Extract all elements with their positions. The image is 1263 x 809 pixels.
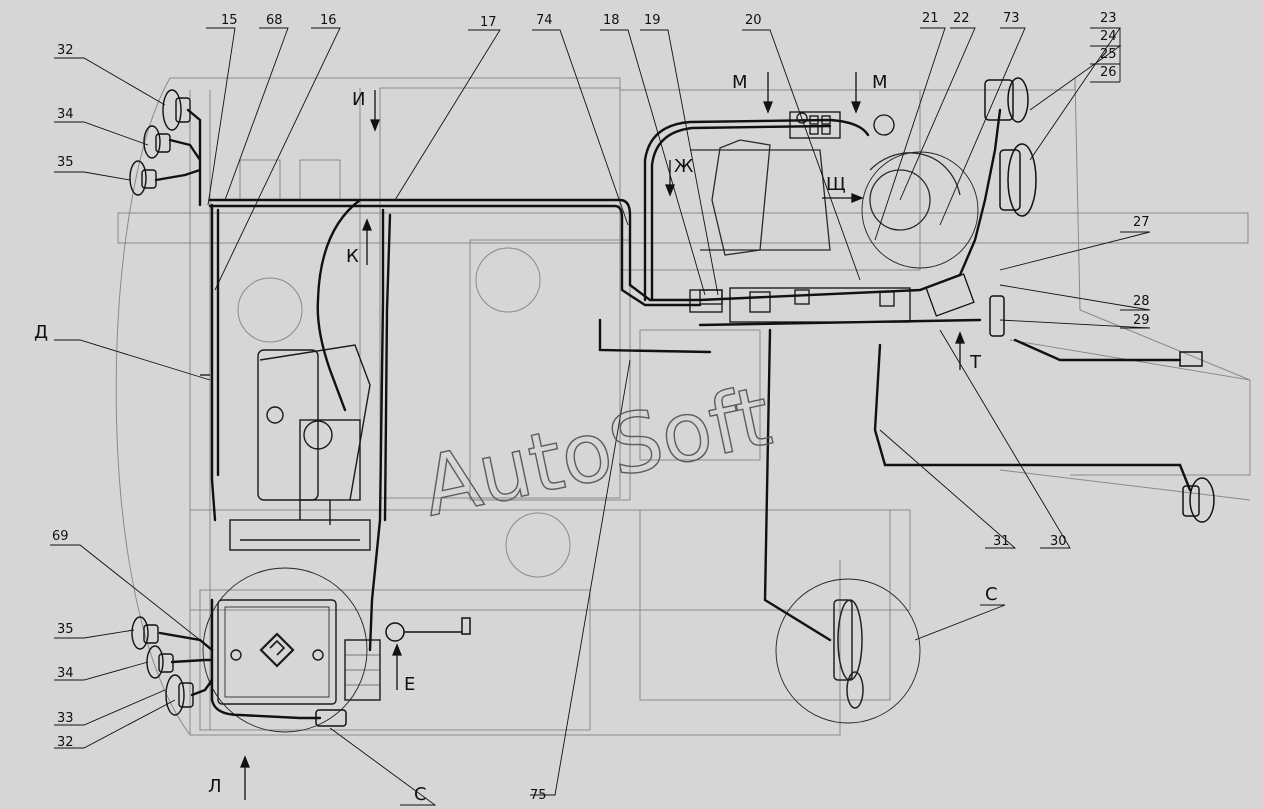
callout-74: 74 — [536, 13, 553, 28]
callout-30: 30 — [1050, 534, 1067, 549]
callout-31: 31 — [993, 534, 1010, 549]
view-label-m-left: М — [732, 72, 748, 93]
callout-24: 24 — [1100, 29, 1117, 44]
callout-28: 28 — [1133, 294, 1150, 309]
switch-unit-18 — [699, 273, 975, 317]
callout-32-top: 32 — [57, 43, 74, 58]
lamp-front-left-34 — [143, 125, 171, 159]
lamp-right-rear-side — [989, 295, 1005, 337]
chassis-outline — [115, 77, 1251, 736]
callout-15: 15 — [221, 13, 238, 28]
view-label-zh: Ж — [674, 156, 694, 177]
view-label-t: Т — [969, 352, 982, 373]
headlamp-right-23 — [999, 143, 1037, 217]
lamp-rear-left-32 — [165, 674, 194, 716]
callout-35-bottom: 35 — [57, 622, 74, 637]
callout-73: 73 — [1003, 11, 1020, 26]
callout-35-top: 35 — [57, 155, 74, 170]
callout-21: 21 — [922, 11, 939, 26]
callout-25: 25 — [1100, 47, 1117, 62]
callout-68: 68 — [266, 13, 283, 28]
callout-32-bottom: 32 — [57, 735, 74, 750]
view-label-d: Д — [34, 322, 48, 343]
cab-seat — [690, 139, 961, 256]
callout-22: 22 — [953, 11, 970, 26]
callout-69: 69 — [52, 529, 69, 544]
callout-17: 17 — [480, 15, 497, 30]
callout-34-top: 34 — [57, 107, 74, 122]
callout-34-bottom: 34 — [57, 666, 74, 681]
detail-view-shch — [861, 151, 979, 269]
callout-23: 23 — [1100, 11, 1117, 26]
battery-box — [217, 599, 381, 705]
callout-26: 26 — [1100, 65, 1117, 80]
view-label-k: К — [346, 246, 359, 267]
view-arrows — [200, 72, 965, 800]
view-label-m-right: М — [872, 72, 888, 93]
view-letter-labels: И М М Ж Щ К Д Т Е Л С С — [34, 72, 998, 805]
callout-75: 75 — [530, 788, 547, 803]
callout-18: 18 — [603, 13, 620, 28]
view-label-shch: Щ — [826, 174, 846, 195]
view-label-l: Л — [208, 776, 222, 797]
control-module-20 — [789, 111, 895, 139]
callout-16: 16 — [320, 13, 337, 28]
callout-29: 29 — [1133, 313, 1150, 328]
view-label-c-right: С — [985, 584, 998, 605]
callout-33: 33 — [57, 711, 74, 726]
detail-view-c-right — [775, 578, 921, 724]
lamp-rear-left-34 — [146, 645, 174, 679]
lamp-rear-left-35 — [131, 616, 159, 650]
callout-20: 20 — [745, 13, 762, 28]
detail-view-c-left — [202, 567, 368, 733]
wiring-harness — [154, 108, 1192, 720]
leader-lines — [50, 27, 1151, 806]
callout-27: 27 — [1133, 215, 1150, 230]
engine-block — [229, 344, 371, 551]
harness-end-connector — [315, 351, 1203, 727]
lamp-far-right — [1182, 477, 1215, 523]
view-label-e: Е — [404, 674, 415, 695]
lamp-right-upper — [984, 77, 1029, 123]
lamp-front-left-32 — [162, 89, 191, 131]
view-label-i: И — [352, 89, 365, 110]
callout-19: 19 — [644, 13, 661, 28]
view-label-c-bottom: С — [414, 784, 427, 805]
callout-labels: 15 68 16 17 74 18 19 20 21 22 73 23 24 2… — [52, 11, 1150, 803]
